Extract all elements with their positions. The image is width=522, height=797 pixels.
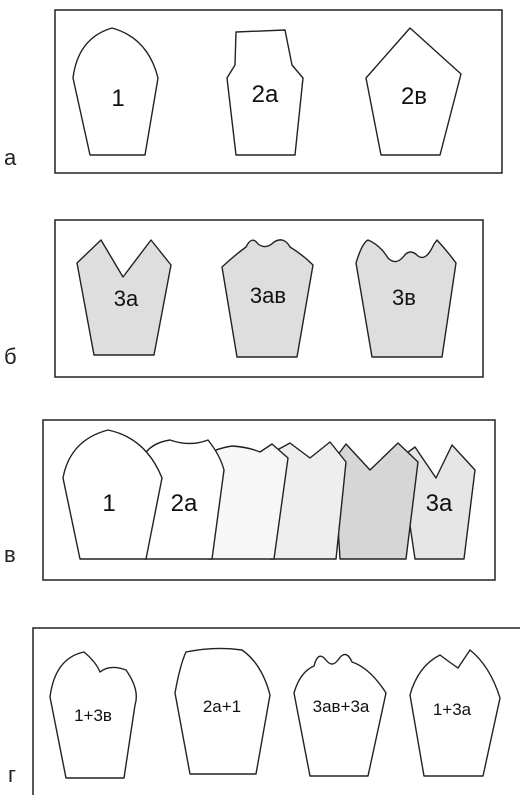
shape-label: 1+3а (433, 700, 472, 719)
shape-2v (365, 27, 462, 156)
shape-label: 3а (114, 286, 139, 311)
shape-label: 3ав (250, 283, 286, 308)
panel-a-frame (54, 9, 503, 174)
shape-label: 2а (171, 490, 198, 517)
shape-3av-3a (293, 653, 387, 777)
shape-label: 2в (401, 83, 427, 110)
panel-b: б 3а 3ав 3в (4, 219, 484, 378)
panel-v-frame (42, 419, 496, 581)
shape-label: 1+3в (74, 706, 112, 725)
shape-1-3a (409, 649, 501, 777)
shape-label: 1 (111, 85, 124, 112)
shape-label: 2а (252, 81, 279, 108)
panel-b-frame (54, 219, 484, 378)
panel-v-letter: в (4, 542, 16, 567)
shape-3v (355, 239, 457, 358)
shape-label: 2а+1 (203, 697, 241, 716)
shape-3a (76, 239, 172, 356)
panel-a-letter: а (4, 145, 17, 170)
panel-a: а 1 2а 2в (4, 9, 503, 174)
shape-label: 3ав+3а (313, 697, 370, 716)
panel-g-frame (32, 627, 520, 795)
panel-g: г 1+3в 2а+1 3ав+3а 1+3а (8, 627, 520, 795)
panel-v: в 1 2а 3а (4, 419, 496, 581)
shape-label: 3а (426, 490, 453, 517)
panel-b-letter: б (4, 344, 17, 369)
shape-2a-1 (174, 647, 271, 775)
shape-v1-1 (62, 429, 163, 560)
shape-3av (221, 239, 314, 358)
shape-2a (226, 29, 304, 156)
shape-1 (72, 27, 159, 156)
shape-v5 (333, 442, 419, 560)
shape-label: 1 (102, 490, 115, 517)
shape-1-3v (49, 651, 138, 779)
shape-v2-2a (141, 439, 225, 560)
panel-g-letter: г (8, 762, 16, 787)
shape-label: 3в (392, 285, 416, 310)
